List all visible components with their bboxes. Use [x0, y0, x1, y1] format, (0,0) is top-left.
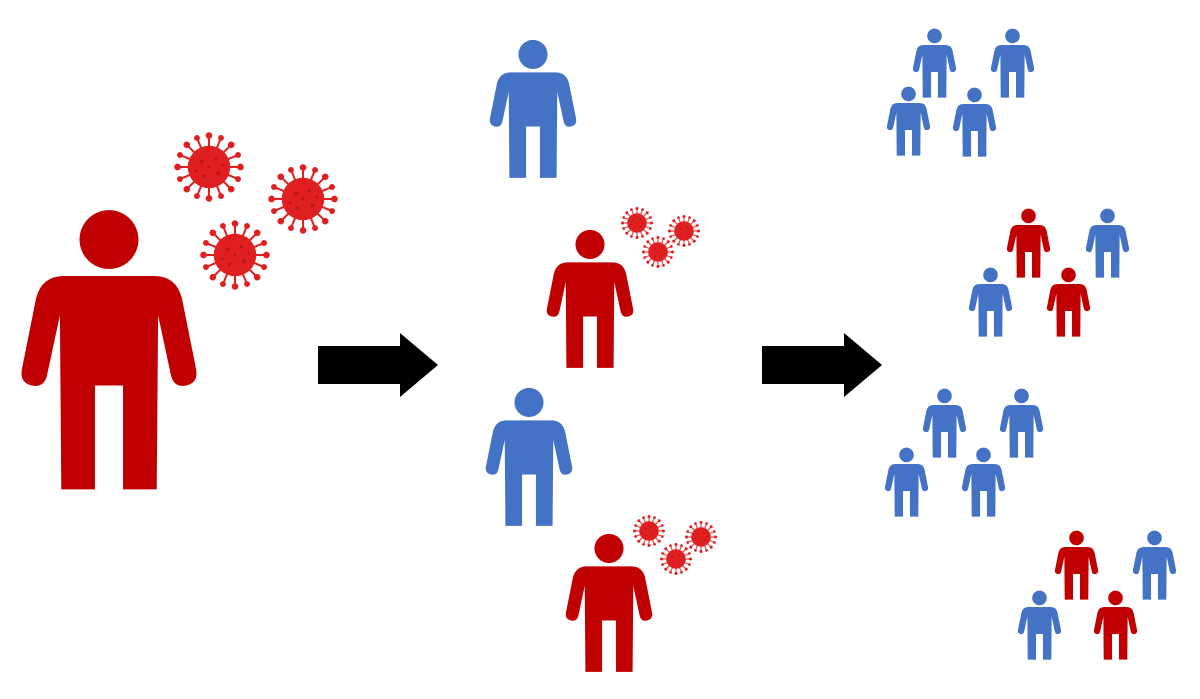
person-icon — [1054, 530, 1099, 600]
virus-icon — [659, 542, 693, 576]
person-icon — [990, 28, 1035, 98]
person-icon — [968, 267, 1013, 337]
group — [886, 28, 1035, 157]
person-icon — [1046, 267, 1091, 337]
person-icon — [1093, 590, 1138, 660]
arrow-right-icon — [762, 333, 882, 397]
person-icon — [999, 388, 1044, 458]
person-icon — [485, 387, 573, 526]
virus-cluster — [620, 206, 701, 269]
person-icon — [546, 229, 634, 368]
stage-groups — [884, 28, 1177, 660]
person-icon — [1017, 590, 1062, 660]
person-icon — [565, 533, 653, 672]
person-icon — [961, 447, 1006, 517]
person-icon — [952, 87, 997, 157]
person-icon — [922, 388, 967, 458]
group — [1017, 530, 1177, 660]
virus-icon — [667, 214, 701, 248]
person-icon — [1085, 208, 1130, 278]
virus-icon — [620, 206, 654, 240]
person-icon — [912, 28, 957, 98]
person-icon — [489, 39, 577, 178]
virus-cluster — [173, 131, 339, 291]
group — [884, 388, 1044, 517]
arrow-right-icon — [318, 333, 438, 397]
virus-icon — [632, 514, 666, 548]
virus-icon — [173, 131, 245, 203]
virus-icon — [641, 235, 675, 269]
group — [968, 208, 1130, 337]
person-icon — [1006, 208, 1051, 278]
virus-icon — [267, 163, 339, 235]
virus-icon — [199, 219, 271, 291]
virus-cluster — [632, 514, 718, 576]
person-icon — [21, 210, 197, 490]
stage-first-contacts — [485, 39, 718, 672]
virus-icon — [684, 520, 718, 554]
person-icon — [884, 447, 929, 517]
person-icon — [1132, 530, 1177, 600]
stage-source — [21, 131, 339, 490]
